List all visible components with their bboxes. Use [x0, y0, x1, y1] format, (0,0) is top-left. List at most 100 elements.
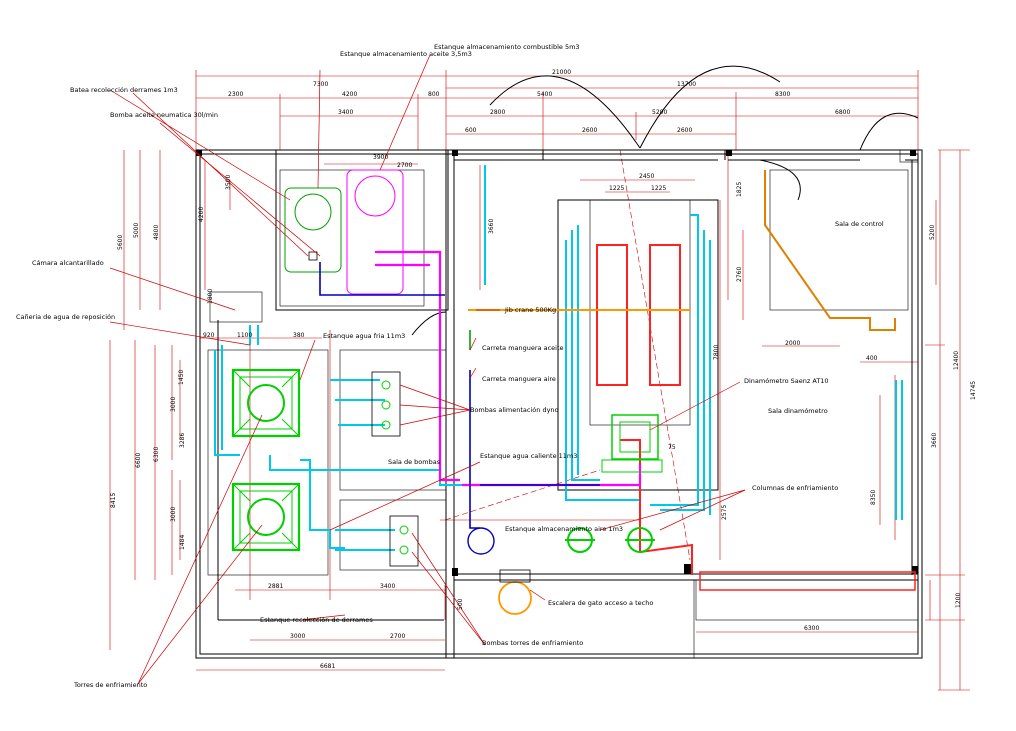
dim-14745: 14745	[970, 381, 977, 400]
fuel-air-piping	[319, 262, 690, 529]
label-air-tank: Estanque almacenamiento aire 1m3	[505, 525, 623, 533]
dim-6300: 6300	[804, 625, 819, 632]
label-dynamometer: Dinamómetro Saenz AT10	[744, 377, 829, 385]
dim-3000-upper: 3000	[170, 397, 177, 412]
label-oil-pump: Bomba aceite neumatica 30l/min	[110, 111, 218, 119]
dim-6800: 6800	[835, 109, 850, 116]
dim-4800: 4800	[153, 225, 160, 240]
dim-1225-right: 1225	[651, 185, 666, 192]
dim-3400-bottom: 3400	[380, 583, 395, 590]
dim-5200: 5200	[652, 109, 667, 116]
label-fuel-tank: Estanque almacenamiento combustible 5m3	[434, 43, 580, 51]
dim-3660: 3660	[488, 219, 495, 234]
dim-5200-vertical: 5200	[929, 225, 936, 240]
dim-21000: 21000	[552, 69, 571, 76]
label-control-room: Sala de control	[835, 220, 884, 228]
dim-2800: 2800	[490, 109, 505, 116]
dim-2000: 2000	[785, 340, 800, 347]
dim-3500: 3500	[225, 175, 232, 190]
dim-6681: 6681	[320, 663, 335, 670]
dim-1100: 1100	[237, 332, 252, 339]
oil-piping	[375, 250, 642, 487]
dyno-feed-pumps	[371, 371, 401, 437]
label-tower-pumps: Bombas torres de enfriamiento	[482, 639, 583, 647]
dim-75: 75	[668, 444, 676, 451]
dim-3900: 3900	[373, 154, 388, 161]
label-oil-hose-reel: Carreta manguera aceite	[482, 344, 564, 352]
building-walls	[195, 149, 923, 659]
label-cooling-towers: Torres de enfriamiento	[73, 681, 147, 689]
dim-2600-right: 2600	[677, 127, 692, 134]
dim-8415: 8415	[110, 493, 117, 508]
dim-5400: 5400	[537, 91, 552, 98]
dim-1484: 1484	[179, 535, 186, 550]
control-duct	[764, 170, 896, 331]
cooling-tower-1	[231, 368, 301, 438]
label-air-hose-reel: Carreta manguera aire	[482, 375, 556, 383]
dim-6600: 6600	[135, 453, 142, 468]
dim-1800: 1800	[207, 289, 214, 304]
dim-13700: 13700	[677, 81, 696, 88]
label-hot-water-tank: Estanque agua caliente 11m3	[480, 452, 577, 460]
dim-8300: 8300	[775, 91, 790, 98]
dim-2575: 2575	[721, 505, 728, 520]
hot-water-piping	[596, 244, 693, 575]
label-ladder: Escalera de gato acceso a techo	[548, 599, 653, 607]
dim-3660-right: 3660	[931, 433, 938, 448]
label-makeup-pipe: Cañeria de agua de reposición	[16, 313, 115, 321]
dim-7800: 7800	[713, 345, 720, 360]
label-jib-crane: Jib crane 500Kg	[504, 306, 556, 314]
label-spill-tank: Estanque recolección de derrames	[260, 616, 373, 624]
dim-2881: 2881	[268, 583, 283, 590]
equipment-labels: Estanque almacenamiento aceite 3,5m3 Est…	[16, 43, 884, 689]
dim-2600-left: 2600	[582, 127, 597, 134]
roof-arcs	[411, 65, 919, 336]
dim-4200-vertical: 4200	[198, 207, 205, 222]
dim-2760: 2760	[736, 267, 743, 282]
dim-380: 380	[293, 332, 305, 339]
dim-4200: 4200	[342, 91, 357, 98]
leader-lines	[109, 54, 746, 685]
dynamometer-unit	[601, 414, 663, 473]
label-oil-tank: Estanque almacenamiento aceite 3,5m3	[340, 50, 472, 58]
label-spill-tray: Batea recolección derrames 1m3	[70, 86, 178, 94]
label-pump-room: Sala de bombas	[388, 458, 441, 466]
dim-920: 920	[203, 332, 215, 339]
dim-2450: 2450	[639, 173, 654, 180]
dim-3000-lower: 3000	[170, 507, 177, 522]
label-dyno-room: Sala dinamómetro	[768, 407, 828, 415]
air-tank	[467, 527, 495, 555]
cooling-columns	[565, 527, 655, 553]
label-dyno-pumps: Bombas alimentación dyno	[470, 406, 559, 414]
dim-500: 500	[457, 598, 464, 610]
dim-1200: 1200	[955, 593, 962, 608]
label-sewer: Cámara alcantarillado	[32, 259, 104, 267]
dim-1450: 1450	[178, 370, 185, 385]
dimension-texts: 21000 13700 7300 2300 4200 800 5400 8300…	[110, 69, 977, 670]
label-cold-water-tank: Estanque agua fria 11m3	[323, 332, 405, 340]
dim-1825: 1825	[736, 182, 743, 197]
dimension-lines	[109, 70, 970, 691]
dim-5600: 5600	[117, 235, 124, 250]
dim-6300-vertical: 6300	[153, 447, 160, 462]
dim-800: 800	[428, 91, 440, 98]
dim-600: 600	[465, 127, 477, 134]
dim-3400: 3400	[338, 109, 353, 116]
dim-2300: 2300	[228, 91, 243, 98]
dim-12400: 12400	[953, 351, 960, 370]
heat-exchanger-coils	[699, 571, 916, 591]
dim-7300: 7300	[313, 81, 328, 88]
dim-1225-left: 1225	[609, 185, 624, 192]
roof-ladder	[498, 569, 532, 615]
dim-8350: 8350	[870, 490, 877, 505]
dim-2700-bottom: 2700	[390, 633, 405, 640]
dim-2700: 2700	[397, 162, 412, 169]
dim-400: 400	[866, 355, 878, 362]
dim-5000: 5000	[133, 223, 140, 238]
dim-3000-bottom: 3000	[290, 633, 305, 640]
tower-pumps	[389, 515, 419, 567]
dim-3286: 3286	[179, 433, 186, 448]
label-cooling-columns: Columnas de enfriamiento	[752, 484, 838, 492]
cooling-tower-2	[231, 482, 301, 552]
